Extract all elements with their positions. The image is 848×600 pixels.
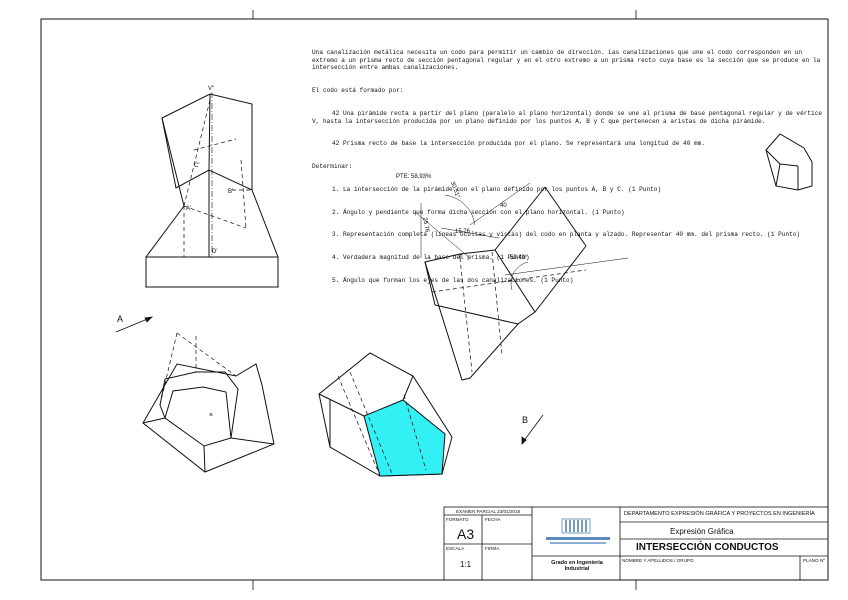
label-d: D' [212, 249, 218, 255]
elevation-hidden-lines [183, 99, 252, 257]
isometric-thumbnail [765, 133, 813, 191]
view-b-hidden [337, 371, 427, 477]
view-b [318, 352, 453, 477]
view-arrow-a [115, 316, 154, 333]
date-label: FECHA [485, 517, 501, 522]
angle-right-label: 59.49° [510, 255, 528, 261]
sheet-frame [40, 18, 829, 581]
format-label: FORMATO [446, 517, 469, 522]
statement-item-2: 42 Prisma recto de base la intersección … [332, 140, 705, 148]
slope-label: PTE: 58,93% [396, 174, 432, 180]
drawing-title: INTERSECCIÓN CONDUCTOS [636, 542, 779, 553]
scale-label: ESCALA [446, 546, 465, 551]
statement-formed-by: El codo está formado por: [312, 87, 404, 95]
prism-view [424, 186, 587, 381]
subject-label: Expresión Gráfica [670, 527, 734, 536]
statement-intro: Una canalización metálica necesita un co… [312, 49, 824, 72]
plan-center-mark: × [209, 412, 213, 419]
view-arrow-b [521, 414, 544, 445]
signature-label: FIRMA [485, 546, 500, 551]
title-block-frame [443, 506, 829, 581]
plan-view-a [142, 363, 275, 473]
task-3: 3. Representación completa (líneas ocult… [332, 231, 801, 239]
plan-view-a-hidden [159, 332, 237, 406]
prism-hidden-lines [431, 251, 587, 373]
prism-construction [414, 182, 629, 291]
label-a: A' [186, 206, 192, 212]
exam-label: EXAMEN PARCIAL 23/01/2018 [456, 509, 521, 514]
label-b: B' [228, 189, 234, 195]
name-label: NOMBRE Y APELLIDOS / GRUPO [622, 558, 694, 563]
task-2: 2. Ángulo y pendiente que forma dicha se… [332, 208, 625, 216]
dim-mid-label: 15.76 [455, 229, 471, 235]
task-4: 4. Verdadera magnitud de la base del pri… [332, 254, 530, 262]
scale-value: 1:1 [460, 560, 472, 569]
department-label: DEPARTAMENTO EXPRESIÓN GRÁFICA Y PROYECT… [624, 511, 815, 517]
view-a-label: A [117, 314, 124, 324]
format-value: A3 [457, 526, 475, 542]
task-1: 1. La intersección de la pirámide con el… [332, 185, 662, 193]
statement-determine: Determinar: [312, 163, 353, 171]
view-b-label: B [522, 415, 529, 425]
dim-40-label: 40 [500, 203, 507, 209]
university-logo [546, 518, 610, 544]
statement-item-1: 42 Una pirámide recta a partir del plano… [312, 109, 826, 125]
plan-number-label: PLANO Nº [803, 558, 825, 563]
true-magnitude-face [363, 399, 446, 477]
center-marks [252, 10, 637, 590]
label-v: V'' [208, 86, 215, 92]
degree-label: Grado en Ingeniería Industrial [551, 560, 603, 572]
task-5: 5. Ángulo que forman los ejes de las dos… [332, 277, 574, 284]
problem-statement: Una canalización metálica necesita un co… [312, 34, 824, 292]
label-c: C' [194, 163, 200, 169]
